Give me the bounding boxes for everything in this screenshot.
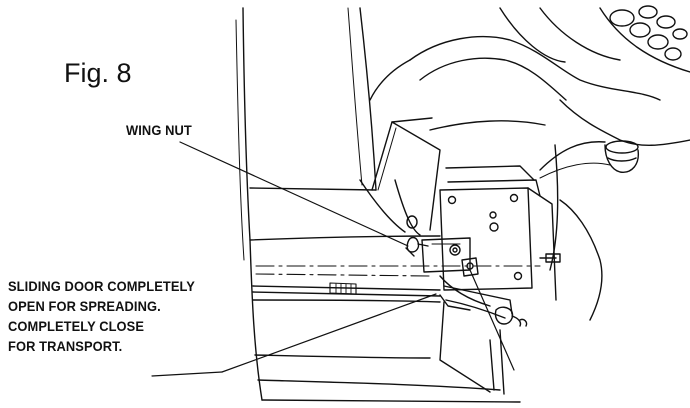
door-assembly [421, 237, 513, 319]
wing-nut [405, 236, 429, 257]
figure-title: Fig. 8 [64, 58, 132, 88]
hopper-body [235, 7, 521, 403]
control-knobs [599, 5, 690, 73]
pivot-boot [604, 140, 639, 173]
side-bolt [539, 253, 561, 263]
chute-panels [371, 117, 441, 236]
leader-lines [151, 141, 515, 377]
sliding-door-line-2: OPEN FOR SPREADING. [8, 298, 161, 314]
sliding-door-line-3: COMPLETELY CLOSE [8, 318, 145, 334]
sliding-door-label: SLIDING DOOR COMPLETELY OPEN FOR SPREADI… [8, 276, 195, 356]
centerline [255, 265, 541, 277]
sliding-door-line-4: FOR TRANSPORT. [8, 338, 123, 354]
mounting-plate [439, 165, 557, 301]
door-rod [252, 282, 441, 297]
lower-bolt [494, 306, 528, 327]
sliding-door-line-1: SLIDING DOOR COMPLETELY [8, 278, 195, 294]
machine-housing [369, 7, 690, 321]
wing-nut-label: WING NUT [126, 122, 192, 138]
